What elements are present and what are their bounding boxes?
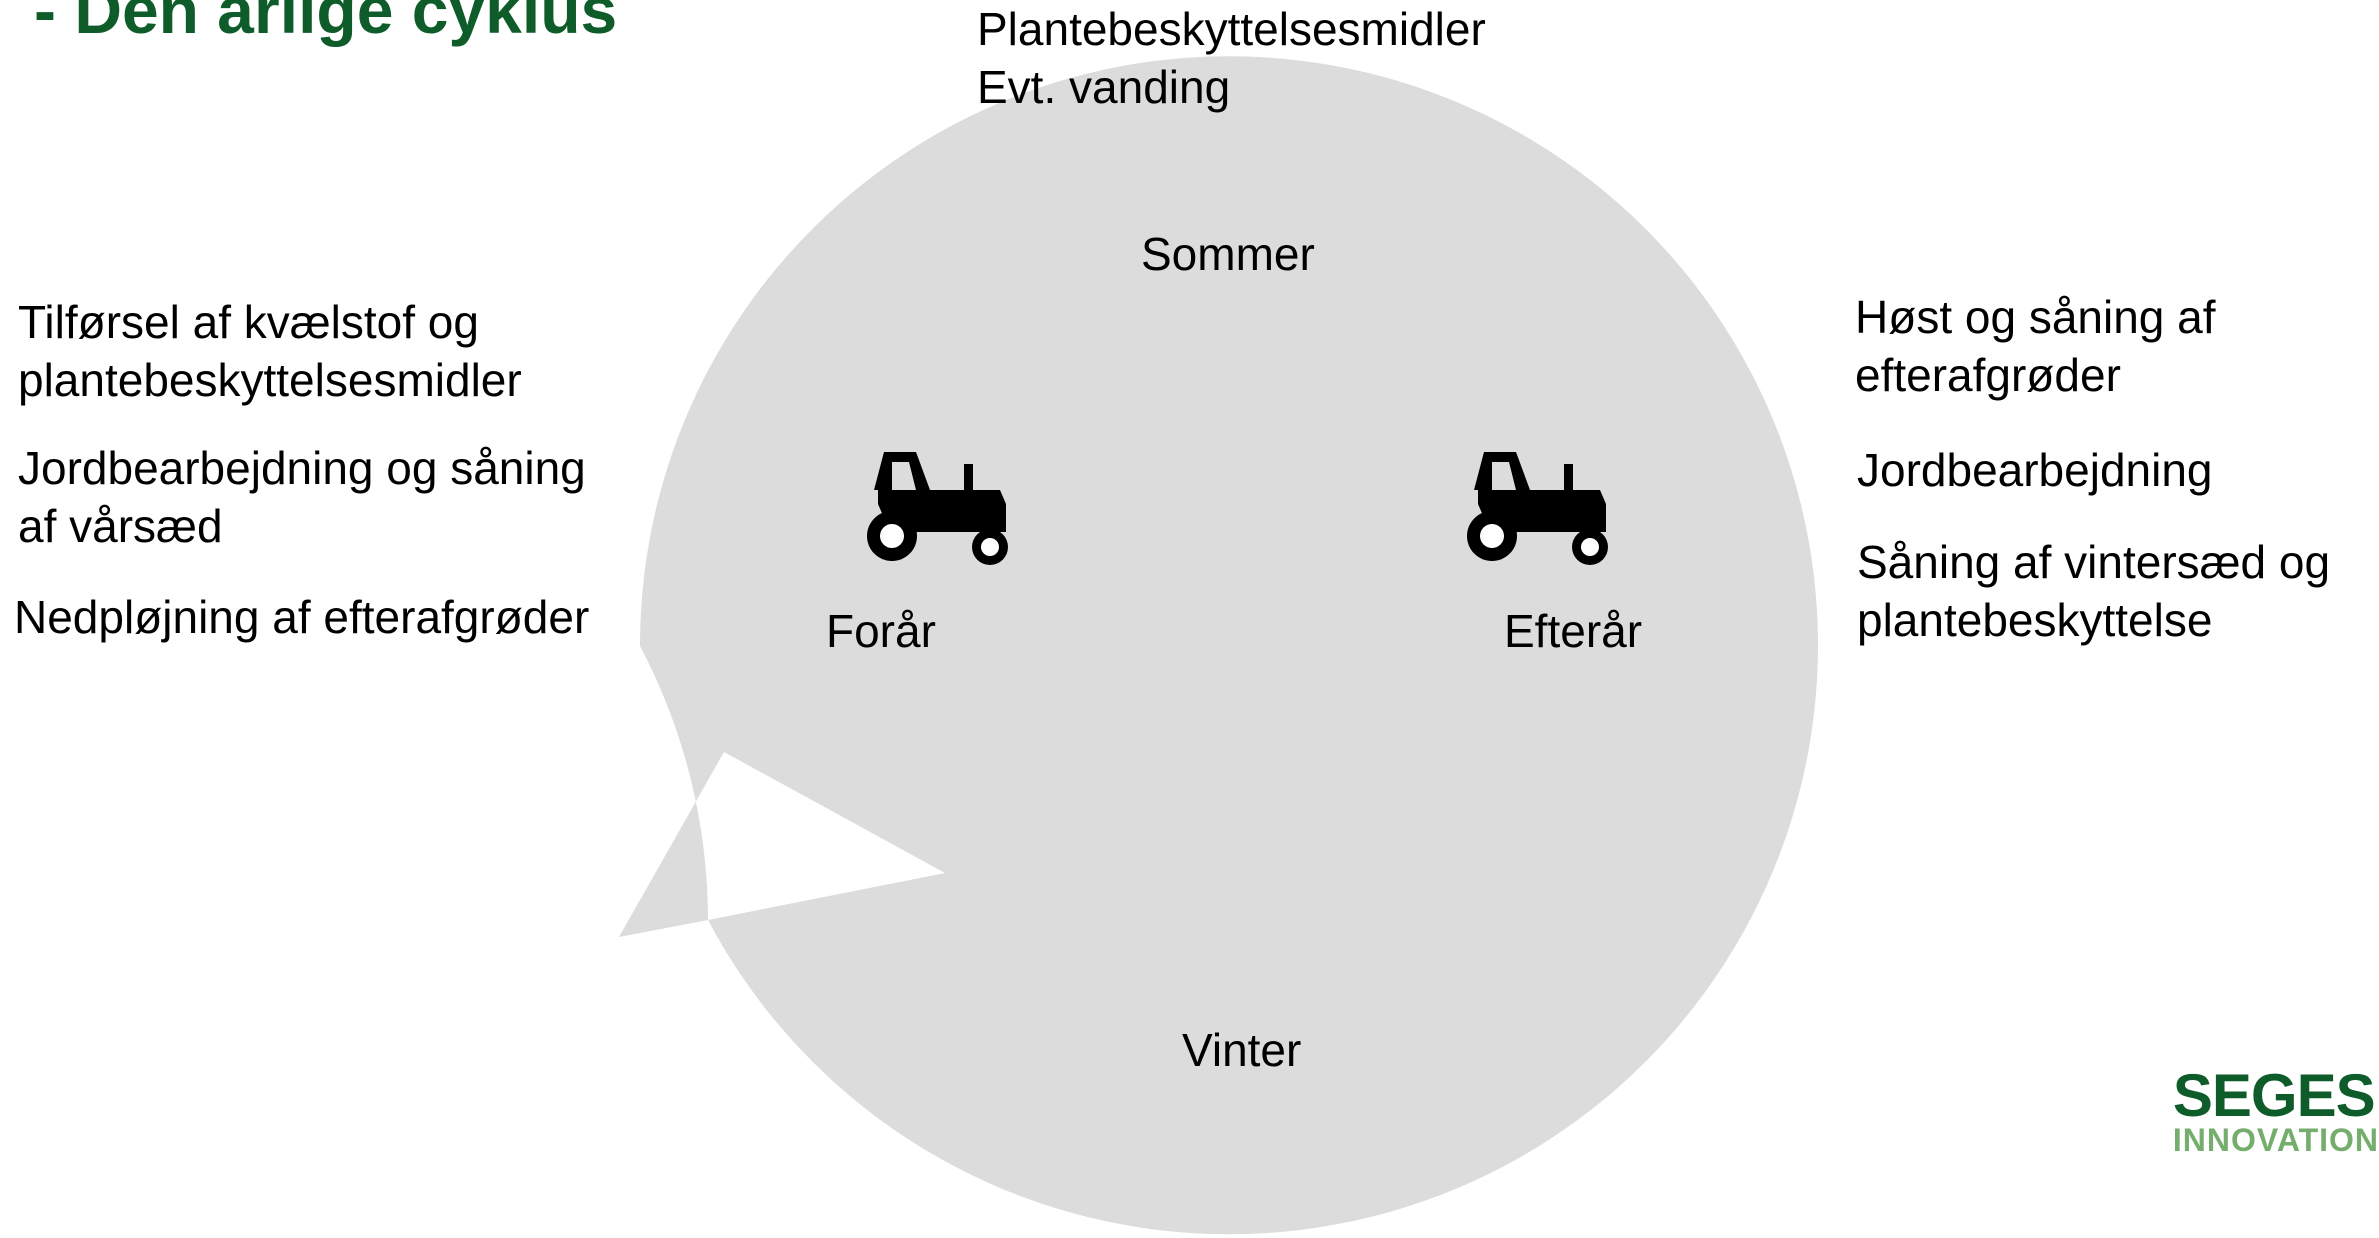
logo-innovation: INNOVATION	[2172, 1122, 2379, 1158]
season-winter: Vinter	[1182, 1024, 1302, 1076]
autumn-activity-3-line-2: plantebeskyttelse	[1857, 594, 2213, 646]
tractor-icon	[1467, 452, 1608, 565]
tractor-icon	[867, 452, 1008, 565]
spring-activity-2-line-2: af vårsæd	[18, 500, 223, 552]
summer-activity-1: Plantebeskyttelsesmidler	[977, 3, 1486, 55]
page-title: - Den årlige cyklus	[34, 0, 618, 47]
autumn-activity-1-line-2: efterafgrøder	[1855, 349, 2121, 401]
autumn-activity-3-line-1: Såning af vintersæd og	[1857, 536, 2331, 588]
spring-activity-1-line-1: Tilførsel af kvælstof og	[18, 296, 479, 348]
autumn-activity-1-line-1: Høst og såning af	[1855, 291, 2216, 343]
logo-seges: SEGES	[2172, 1062, 2376, 1129]
season-summer: Sommer	[1141, 228, 1315, 280]
autumn-activity-2: Jordbearbejdning	[1857, 444, 2213, 496]
spring-activity-1-line-2: plantebeskyttelsesmidler	[18, 354, 522, 406]
cycle-ring	[619, 56, 1818, 1235]
spring-activity-2-line-1: Jordbearbejdning og såning	[18, 442, 586, 494]
season-spring: Forår	[826, 605, 936, 657]
spring-activity-3: Nedpløjning af efterafgrøder	[14, 591, 590, 643]
summer-activity-2: Evt. vanding	[977, 61, 1231, 113]
season-autumn: Efterår	[1504, 605, 1643, 657]
seges-innovation-logo: SEGES INNOVATION	[2172, 1062, 2379, 1158]
